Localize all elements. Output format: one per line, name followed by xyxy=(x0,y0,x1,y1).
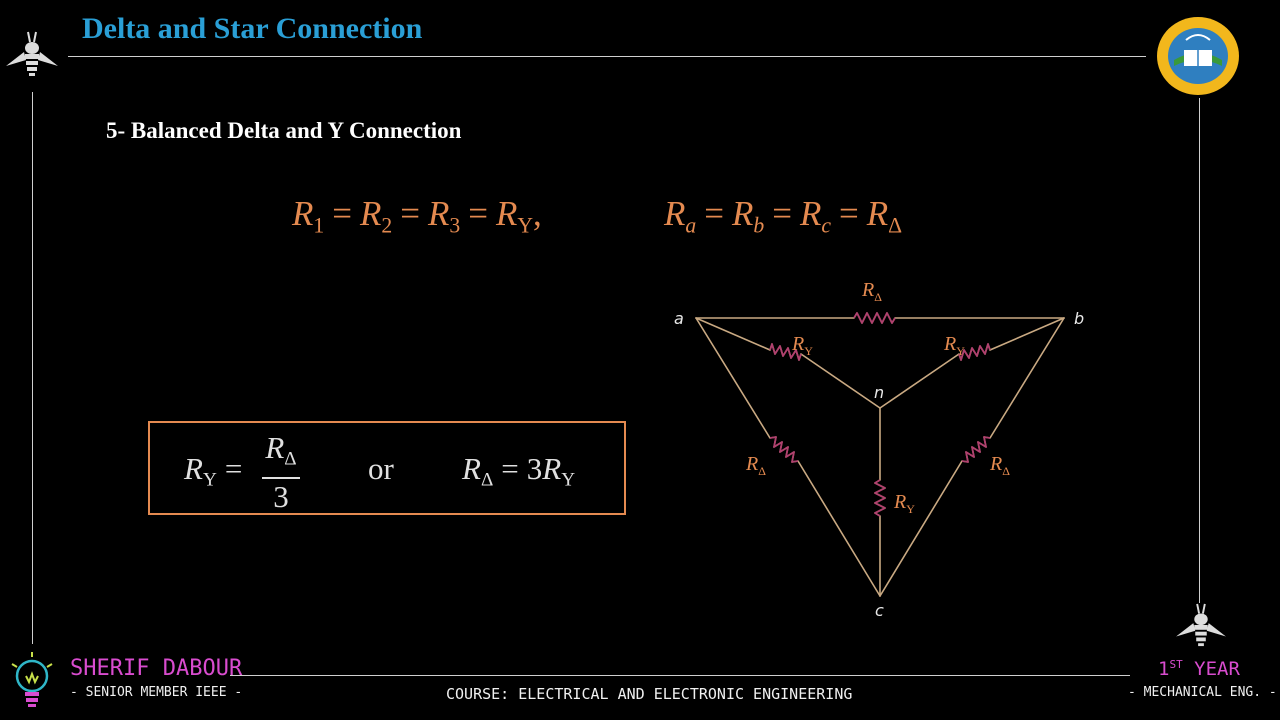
section-heading: 5- Balanced Delta and Y Connection xyxy=(106,118,462,143)
footer-year: 1ST YEAR xyxy=(1158,658,1240,680)
eq-symbol-r: R xyxy=(542,451,562,486)
eq-subscript: Δ xyxy=(888,213,903,238)
node-label-b: b xyxy=(1074,309,1084,328)
eq-symbol-r: R xyxy=(265,430,285,465)
eq-subscript: 1 xyxy=(313,213,325,238)
eq-subscript: Y xyxy=(517,213,534,238)
eq-comma: , xyxy=(533,194,542,233)
fraction-bar xyxy=(262,476,300,479)
label-r-y-bn: RY xyxy=(943,333,965,358)
eq-symbol-r: R xyxy=(359,194,382,233)
year-number: 1 xyxy=(1158,658,1170,680)
eq-subscript: b xyxy=(753,213,765,238)
eq-subscript: c xyxy=(821,213,831,238)
label-r-y-nc: RY xyxy=(893,491,915,516)
eq-symbol-r: R xyxy=(664,194,686,233)
node-label-a: a xyxy=(674,309,684,328)
resistor-bn xyxy=(958,343,991,361)
formula-three: 3 xyxy=(526,451,543,486)
formula-fraction: RΔ 3 xyxy=(260,431,302,515)
slide-title: Delta and Star Connection xyxy=(82,12,423,45)
bee-robot-icon xyxy=(6,31,58,76)
footer-course: COURSE: ELECTRICAL AND ELECTRONIC ENGINE… xyxy=(446,685,853,703)
resistor-ab xyxy=(853,312,896,324)
eq-symbol-r: R xyxy=(799,194,822,233)
eq-symbol-r: R xyxy=(292,194,314,233)
eq-equals: = xyxy=(332,194,352,233)
eq-subscript: Δ xyxy=(284,448,297,470)
lightbulb-icon xyxy=(11,652,53,707)
eq-equals: = xyxy=(468,194,488,233)
wire-bc xyxy=(879,317,1065,597)
top-divider xyxy=(68,56,1146,57)
formula-box: RY= RΔ 3 or RΔ=3RY xyxy=(148,421,626,515)
year-word: YEAR xyxy=(1182,658,1240,680)
label-r-delta-bc: RΔ xyxy=(989,453,1010,478)
resistor-bc xyxy=(961,436,991,463)
eq-symbol-r: R xyxy=(462,451,481,486)
year-superscript: ST xyxy=(1169,658,1183,671)
footer-author-title: - SENIOR MEMBER IEEE - xyxy=(70,685,243,700)
eq-subscript: a xyxy=(685,213,697,238)
formula-ry-lhs: RY = xyxy=(184,451,250,492)
footer-department: - MECHANICAL ENG. - xyxy=(1128,685,1277,700)
eq-symbol-r: R xyxy=(427,194,450,233)
wire-ac xyxy=(695,317,881,597)
formula-or: or xyxy=(368,451,394,486)
eq-symbol-r: R xyxy=(866,194,889,233)
footer-author: SHERIF DABOUR xyxy=(70,656,243,681)
delta-star-circuit: a b c n RΔ RΔ RΔ RY RY RY xyxy=(674,279,1084,620)
formula-rdelta: RΔ=3RY xyxy=(462,451,575,492)
eq-symbol-r: R xyxy=(495,194,518,233)
label-r-delta-ab: RΔ xyxy=(861,279,882,304)
eq-subscript: 3 xyxy=(449,213,461,238)
eq-equals: = xyxy=(839,194,859,233)
fraction-denominator: 3 xyxy=(273,478,289,514)
eq-symbol-r: R xyxy=(184,451,203,486)
eq-equals: = xyxy=(501,451,519,486)
eq-subscript: Δ xyxy=(480,469,494,491)
resistor-nc xyxy=(874,479,886,517)
fraction-numerator: RΔ xyxy=(260,431,302,477)
eq-equals: = xyxy=(400,194,420,233)
label-r-delta-ac: RΔ xyxy=(745,453,766,478)
node-label-c: c xyxy=(875,601,884,620)
eq-subscript: 2 xyxy=(381,213,393,238)
university-logo xyxy=(1157,17,1239,95)
bee-robot-icon xyxy=(1176,603,1226,647)
eq-symbol-r: R xyxy=(731,194,754,233)
resistor-an xyxy=(769,343,802,361)
bottom-divider xyxy=(230,675,1130,676)
resistor-ac xyxy=(769,436,799,463)
label-r-y-an: RY xyxy=(791,333,813,358)
eq-equals: = xyxy=(224,451,243,486)
eq-equals: = xyxy=(772,194,792,233)
eq-subscript: Y xyxy=(202,469,217,491)
node-label-n: n xyxy=(874,383,884,402)
left-divider xyxy=(32,92,33,644)
equation-star-equal: R1=R2=R3=RY, xyxy=(292,194,542,239)
eq-equals: = xyxy=(704,194,724,233)
equation-delta-equal: Ra=Rb=Rc=RΔ xyxy=(664,194,902,239)
eq-subscript: Y xyxy=(561,469,576,491)
right-divider xyxy=(1199,98,1200,603)
